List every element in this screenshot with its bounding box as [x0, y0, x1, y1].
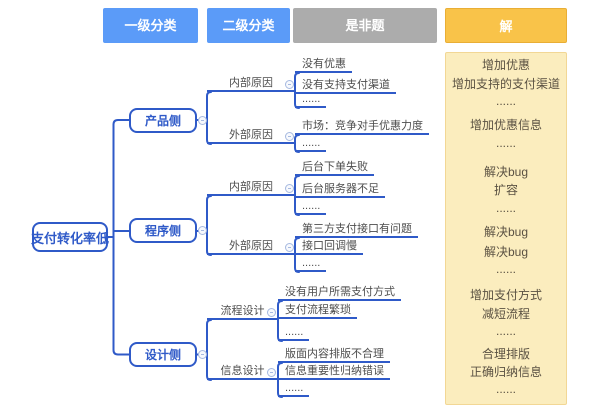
- question-node[interactable]: 支付流程繁琐: [278, 303, 357, 319]
- subcategory-internal-cause-2[interactable]: 内部原因: [207, 180, 295, 196]
- collapse-toggle-icon[interactable]: [267, 308, 276, 317]
- solution-item[interactable]: 增加支持的支付渠道: [451, 77, 560, 91]
- question-node[interactable]: 信息重要性归纳错误: [278, 364, 390, 380]
- solution-item[interactable]: 解决bug: [483, 225, 529, 239]
- solution-item[interactable]: 增加支付方式: [469, 288, 542, 302]
- branch-design-side[interactable]: 设计侧: [129, 342, 197, 367]
- collapse-toggle-icon[interactable]: [267, 368, 276, 377]
- header-level2-category[interactable]: 二级分类: [207, 8, 290, 43]
- question-node[interactable]: ......: [295, 136, 327, 152]
- collapse-toggle-icon[interactable]: [285, 132, 294, 141]
- collapse-toggle-icon[interactable]: [198, 350, 207, 359]
- solution-item[interactable]: 合理排版: [481, 347, 530, 361]
- question-node[interactable]: 第三方支付接口有问题: [295, 222, 418, 238]
- solution-item[interactable]: 减短流程: [481, 307, 530, 321]
- question-node[interactable]: 市场：竞争对手优惠力度: [295, 119, 429, 135]
- header-yes-no-question[interactable]: 是非题: [293, 8, 437, 43]
- subcategory-external-cause-2[interactable]: 外部原因: [207, 239, 295, 255]
- collapse-toggle-icon[interactable]: [198, 226, 207, 235]
- collapse-toggle-icon[interactable]: [198, 116, 207, 125]
- question-node[interactable]: 接口回调慢: [295, 239, 363, 255]
- solution-item[interactable]: 正确归纳信息: [469, 365, 542, 379]
- branch-product-side[interactable]: 产品侧: [129, 108, 197, 133]
- header-solution[interactable]: 解: [445, 8, 567, 43]
- subcategory-flow-design[interactable]: 流程设计: [207, 304, 278, 320]
- question-node[interactable]: 版面内容排版不合理: [278, 347, 390, 363]
- question-node[interactable]: 后台下单失败: [295, 160, 374, 176]
- solution-item[interactable]: ......: [495, 382, 516, 396]
- solution-item[interactable]: ......: [495, 324, 516, 338]
- subcategory-internal-cause-1[interactable]: 内部原因: [207, 76, 295, 92]
- question-node[interactable]: ......: [278, 381, 310, 397]
- collapse-toggle-icon[interactable]: [285, 184, 294, 193]
- solution-item[interactable]: 增加优惠信息: [469, 118, 542, 132]
- solution-item[interactable]: 解决bug: [483, 245, 529, 259]
- collapse-toggle-icon[interactable]: [285, 80, 294, 89]
- question-node[interactable]: 后台服务器不足: [295, 182, 385, 198]
- solution-panel: 增加优惠 增加支持的支付渠道 ...... 增加优惠信息 ...... 解决bu…: [445, 52, 567, 405]
- question-node[interactable]: ......: [295, 256, 327, 272]
- question-node[interactable]: 没有支持支付渠道: [295, 78, 396, 94]
- header-level1-category[interactable]: 一级分类: [103, 8, 198, 43]
- solution-item[interactable]: ......: [495, 201, 516, 215]
- question-node[interactable]: ......: [278, 325, 310, 341]
- question-node[interactable]: ......: [295, 92, 327, 108]
- subcategory-external-cause-1[interactable]: 外部原因: [207, 128, 295, 144]
- solution-item[interactable]: 解决bug: [483, 165, 529, 179]
- branch-program-side[interactable]: 程序侧: [129, 218, 197, 243]
- solution-item[interactable]: ......: [495, 262, 516, 276]
- root-node[interactable]: 支付转化率低: [31, 222, 109, 252]
- solution-item[interactable]: 增加优惠: [481, 58, 530, 72]
- question-node[interactable]: 没有优惠: [295, 57, 352, 73]
- solution-item[interactable]: 扩容: [493, 183, 518, 197]
- collapse-toggle-icon[interactable]: [285, 243, 294, 252]
- subcategory-info-design[interactable]: 信息设计: [207, 364, 278, 380]
- solution-item[interactable]: ......: [495, 94, 516, 108]
- question-node[interactable]: 没有用户所需支付方式: [278, 285, 401, 301]
- question-node[interactable]: ......: [295, 199, 327, 215]
- solution-item[interactable]: ......: [495, 136, 516, 150]
